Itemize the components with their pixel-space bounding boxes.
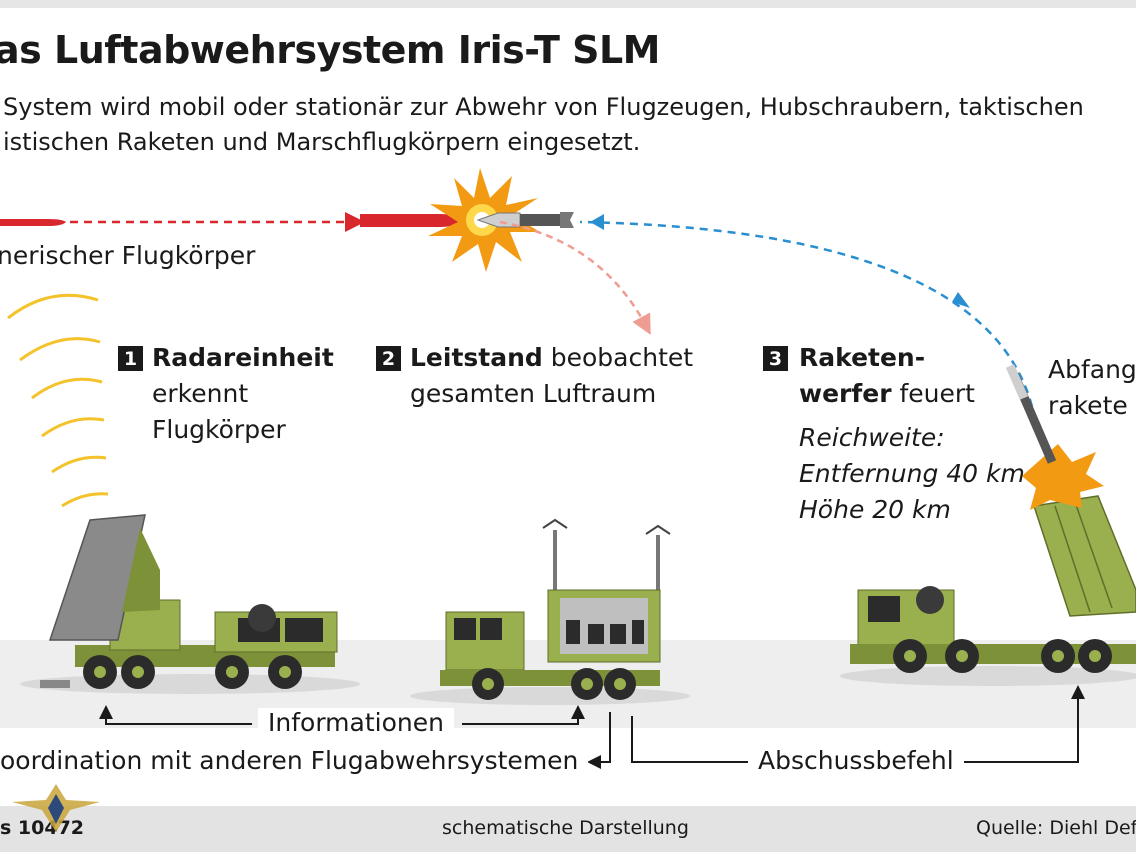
step-2-rest: beobachtet [542,343,694,372]
step-2-title: Leitstand [410,343,543,372]
page-title: as Luftabwehrsystem Iris-T SLM [0,28,661,72]
threat-missile-path [0,212,462,232]
subtitle-line-2: istischen Raketen und Marschflugkörpern … [3,128,641,156]
subtitle: System wird mobil oder stationär zur Abw… [3,90,1136,160]
threat-label: nerischer Flugkörper [0,241,256,270]
footer-source: Quelle: Diehl Def [976,817,1136,839]
step-2-label: Leitstand beobachtet gesamten Luftraum [410,340,693,412]
control-vehicle [410,518,690,705]
top-bar [0,0,1136,8]
footer-caption: schematische Darstellung [442,817,689,839]
flow-abschussbefehl: Abschussbefehl [748,746,964,775]
step-3-rest: feuert [891,379,975,408]
step-1-number: 1 [118,346,143,371]
step-1-line-2: erkennt [152,379,249,408]
radar-vehicle [20,514,360,694]
radar-waves [7,293,109,508]
flow-koordination: oordination mit anderen Flugabwehrsystem… [0,746,589,775]
step-2-line-2: gesamten Luftraum [410,379,657,408]
interceptor-label-line-2: rakete [1048,391,1128,420]
interceptor-label-line-1: Abfang [1048,355,1136,384]
range-info: Reichweite: Entfernung 40 km Höhe 20 km [799,420,1025,528]
launcher-vehicle [840,495,1136,686]
interceptor-path-arrow-head [590,214,604,230]
threat-missile-body [360,214,462,227]
step-1-line-3: Flugkörper [152,415,286,444]
step-2-number: 2 [376,346,401,371]
step-3-title-1: Raketen- [799,343,926,372]
range-heading: Reichweite: [799,423,945,452]
flow-informationen: Informationen [258,708,454,737]
flow-connectors [99,685,1085,769]
range-altitude: Höhe 20 km [799,495,951,524]
debris-arrow [499,220,651,335]
range-distance: Entfernung 40 km [799,459,1025,488]
threat-missile-icon [0,219,66,226]
interceptor-missile-head [476,212,574,228]
interceptor-label: Abfang rakete [1048,352,1136,424]
interceptor-path-arrow-mid [952,292,970,308]
step-1-title: Radareinheit [152,343,334,372]
step-3-number: 3 [763,346,788,371]
footer-id: s 10472 [0,817,85,839]
footer: s 10472 schematische Darstellung Quelle:… [0,806,1136,852]
launching-interceptor [1005,364,1104,510]
step-3-label: Raketen- werfer feuert [799,340,975,412]
interceptor-path [579,220,1037,421]
forum-logo-watermark [12,784,100,832]
step-3-title-2: werfer [799,379,892,408]
subtitle-line-1: System wird mobil oder stationär zur Abw… [3,93,1084,121]
step-1-label: Radareinheit erkennt Flugkörper [152,340,334,448]
